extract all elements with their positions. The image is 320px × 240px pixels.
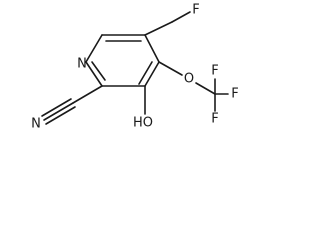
atom-f-methyl: F <box>192 3 199 18</box>
bond-c5-c4 <box>144 34 160 63</box>
bonds <box>41 11 229 125</box>
bond-c2-n1 <box>85 61 103 87</box>
bond-c2-n1-inner <box>91 61 106 81</box>
bond-o-cf3 <box>195 82 216 95</box>
bond-c2-cn <box>72 85 103 104</box>
atom-f-bottom: F <box>211 112 218 127</box>
atom-f-right: F <box>231 87 238 102</box>
bond-cn-triple-2 <box>41 98 72 117</box>
bond-cn-triple-3 <box>45 106 76 125</box>
atom-n-nitrile: N <box>31 117 41 132</box>
bond-c4-o <box>158 61 183 76</box>
atom-hydroxyl: HO <box>133 116 153 131</box>
bond-n1-c6 <box>85 34 103 63</box>
atom-labels: N N HO O F F F F <box>31 3 239 132</box>
molecule-structure: N N HO O F F F F <box>31 3 239 132</box>
atom-f-top: F <box>211 64 218 79</box>
bond-c4-c3-inner <box>138 61 153 85</box>
bond-c5-ch2 <box>144 21 173 36</box>
bond-ch2-f <box>171 11 191 23</box>
bond-c4-c3 <box>144 61 160 87</box>
bond-cn-triple-1 <box>43 102 74 121</box>
atom-n-ring: N <box>77 57 87 72</box>
atom-oxygen-ether: O <box>184 72 194 87</box>
